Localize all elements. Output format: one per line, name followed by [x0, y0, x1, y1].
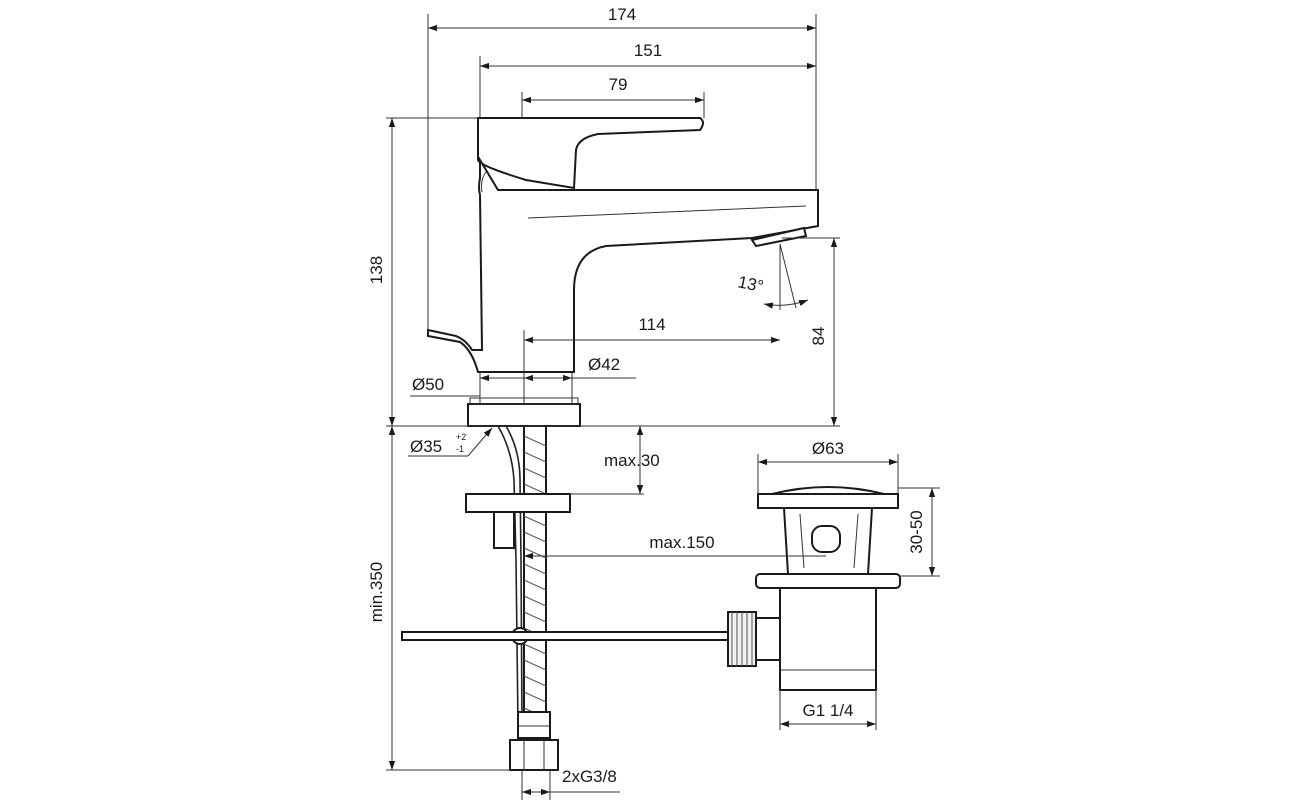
waste-side-outlet	[755, 617, 781, 661]
waste-flange	[755, 573, 901, 589]
dimension-lines	[386, 14, 940, 800]
faucet-body	[427, 117, 819, 427]
dim-arc-13	[763, 299, 809, 309]
label-min-350: min.350	[367, 562, 386, 622]
faucet-column	[427, 156, 819, 373]
label-114: 114	[638, 315, 665, 334]
label-max-150: max.150	[649, 533, 714, 552]
label-2xg3-8: 2xG3/8	[562, 767, 617, 786]
dim-line-35	[467, 427, 493, 457]
label-dia-35: Ø35	[410, 437, 442, 456]
label-151: 151	[634, 41, 662, 60]
label-dia-42: Ø42	[588, 355, 620, 374]
fixing-nut-plate	[465, 493, 571, 513]
under-deck-assembly	[465, 425, 571, 771]
label-g1-1-4: G1 1/4	[802, 701, 853, 720]
pop-up-rod	[401, 631, 729, 641]
label-dia-35-tol-lower: -1	[456, 444, 464, 454]
fixing-bolt	[493, 511, 515, 549]
label-max-30: max.30	[604, 451, 660, 470]
label-dia-50: Ø50	[412, 375, 444, 394]
label-dia-35-tol-upper: +2	[456, 432, 466, 442]
label-dia-63: Ø63	[812, 439, 844, 458]
spout-highlight	[527, 205, 807, 219]
label-174: 174	[608, 5, 636, 24]
aerator	[750, 226, 808, 248]
label-79: 79	[609, 75, 628, 94]
supply-hose	[497, 425, 519, 725]
waste-body	[779, 587, 877, 691]
dimension-labels: 174 151 79 138 114 84 13° Ø50 Ø42 Ø35 +2…	[367, 5, 926, 786]
lever-handle	[477, 117, 704, 190]
hose-connector	[517, 711, 551, 739]
waste-cap	[757, 493, 899, 509]
label-138: 138	[367, 256, 386, 284]
label-30-50: 30-50	[907, 510, 926, 553]
hose-nut	[509, 739, 559, 771]
waste-lever	[811, 525, 841, 553]
label-84: 84	[809, 327, 828, 346]
base-plate	[467, 403, 581, 427]
waste-valve	[727, 486, 901, 691]
label-13-deg: 13°	[736, 272, 765, 296]
